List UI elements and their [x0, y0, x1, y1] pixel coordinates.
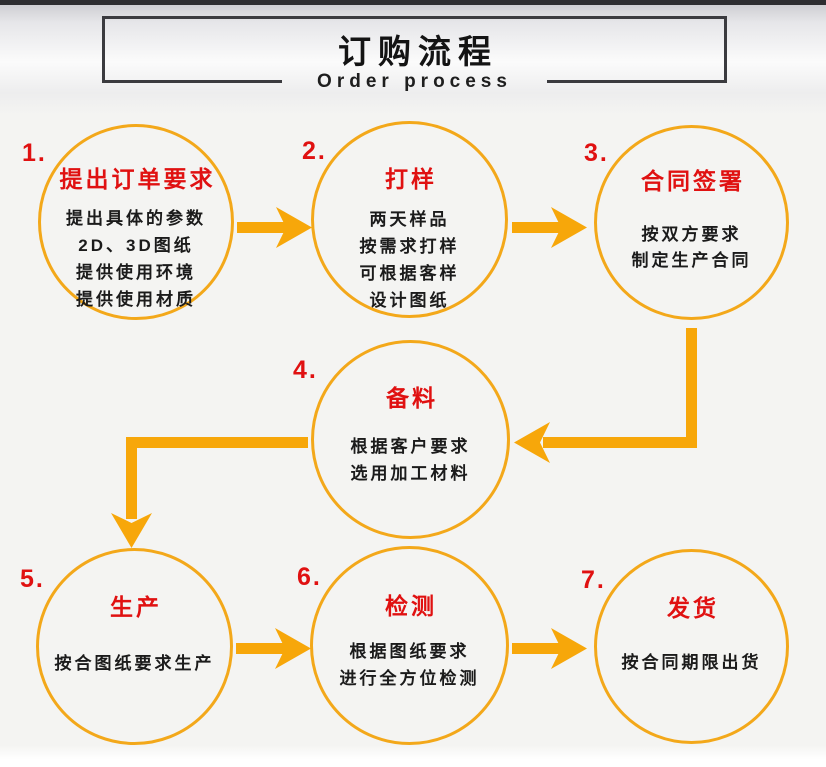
- step-detail-line: 按需求打样: [359, 237, 460, 256]
- page-subtitle: Order process: [317, 71, 512, 92]
- step-detail-line: 按合同期限出货: [621, 653, 762, 672]
- step-circle-production: 生产 按合图纸要求生产: [36, 548, 233, 745]
- step-circle-inspection: 检测 根据图纸要求 进行全方位检测: [310, 546, 509, 745]
- header-box: 订购流程 Order process: [102, 16, 727, 92]
- step-detail-line: 制定生产合同: [631, 251, 752, 270]
- step-number-2: 2.: [302, 137, 327, 165]
- arrow-step6-to-step7-icon: [512, 628, 587, 669]
- step-title: 合同签署: [641, 168, 745, 194]
- step-details: 两天样品 按需求打样 可根据客样 设计图纸: [360, 206, 460, 314]
- arrow-step3-to-step4-icon: [514, 328, 697, 463]
- step-detail-line: 根据客户要求: [350, 437, 471, 456]
- step-circle-shipping: 发货 按合同期限出货: [594, 549, 789, 744]
- top-divider-bar: [0, 0, 826, 5]
- step-detail-line: 设计图纸: [369, 291, 450, 310]
- step-number-7: 7.: [581, 566, 606, 594]
- step-detail-line: 2D、3D图纸: [78, 236, 194, 255]
- page-title: 订购流程: [338, 33, 498, 70]
- step-detail-line: 根据图纸要求: [349, 642, 470, 661]
- header-underline-left: [102, 80, 282, 83]
- step-title: 打样: [385, 166, 437, 192]
- step-detail-line: 按合图纸要求生产: [54, 654, 215, 673]
- step-detail-line: 进行全方位检测: [339, 669, 480, 688]
- step-title: 检测: [385, 593, 437, 619]
- header-underline-right: [547, 80, 727, 83]
- step-detail-line: 提出具体的参数: [66, 209, 206, 228]
- step-detail-line: 两天样品: [369, 210, 450, 229]
- step-number-1: 1.: [22, 139, 47, 167]
- step-details: 提出具体的参数 2D、3D图纸 提供使用环境 提供使用材质: [66, 205, 206, 313]
- step-details: 根据图纸要求 进行全方位检测: [340, 638, 480, 692]
- step-number-4: 4.: [293, 356, 318, 384]
- step-details: 按合图纸要求生产: [55, 650, 215, 677]
- step-details: 根据客户要求 选用加工材料: [351, 433, 471, 487]
- step-detail-line: 选用加工材料: [350, 464, 471, 483]
- step-circle-order-requirements: 提出订单要求 提出具体的参数 2D、3D图纸 提供使用环境 提供使用材质: [38, 124, 234, 320]
- step-details: 按双方要求 制定生产合同: [632, 222, 752, 274]
- step-detail-line: 可根据客样: [359, 264, 460, 283]
- arrow-step5-to-step6-icon: [236, 628, 311, 669]
- step-title: 提出订单要求: [59, 166, 216, 192]
- bottom-fade: [0, 745, 826, 767]
- step-title: 生产: [110, 594, 162, 620]
- header-background: [0, 5, 826, 115]
- step-detail-line: 提供使用环境: [76, 263, 196, 282]
- step-details: 按合同期限出货: [622, 649, 762, 676]
- step-circle-sampling: 打样 两天样品 按需求打样 可根据客样 设计图纸: [311, 121, 508, 318]
- step-circle-contract-signing: 合同签署 按双方要求 制定生产合同: [594, 125, 789, 320]
- step-number-6: 6.: [297, 563, 322, 591]
- step-title: 备料: [386, 385, 438, 411]
- arrow-step1-to-step2-icon: [237, 207, 312, 248]
- arrow-step2-to-step3-icon: [512, 207, 587, 248]
- step-circle-material-preparation: 备料 根据客户要求 选用加工材料: [311, 340, 510, 539]
- step-title: 发货: [667, 595, 719, 621]
- step-detail-line: 提供使用材质: [76, 290, 196, 309]
- step-number-3: 3.: [584, 139, 609, 167]
- arrow-step4-to-step5-icon: [111, 437, 308, 548]
- step-detail-line: 按双方要求: [641, 225, 742, 244]
- step-number-5: 5.: [20, 565, 45, 593]
